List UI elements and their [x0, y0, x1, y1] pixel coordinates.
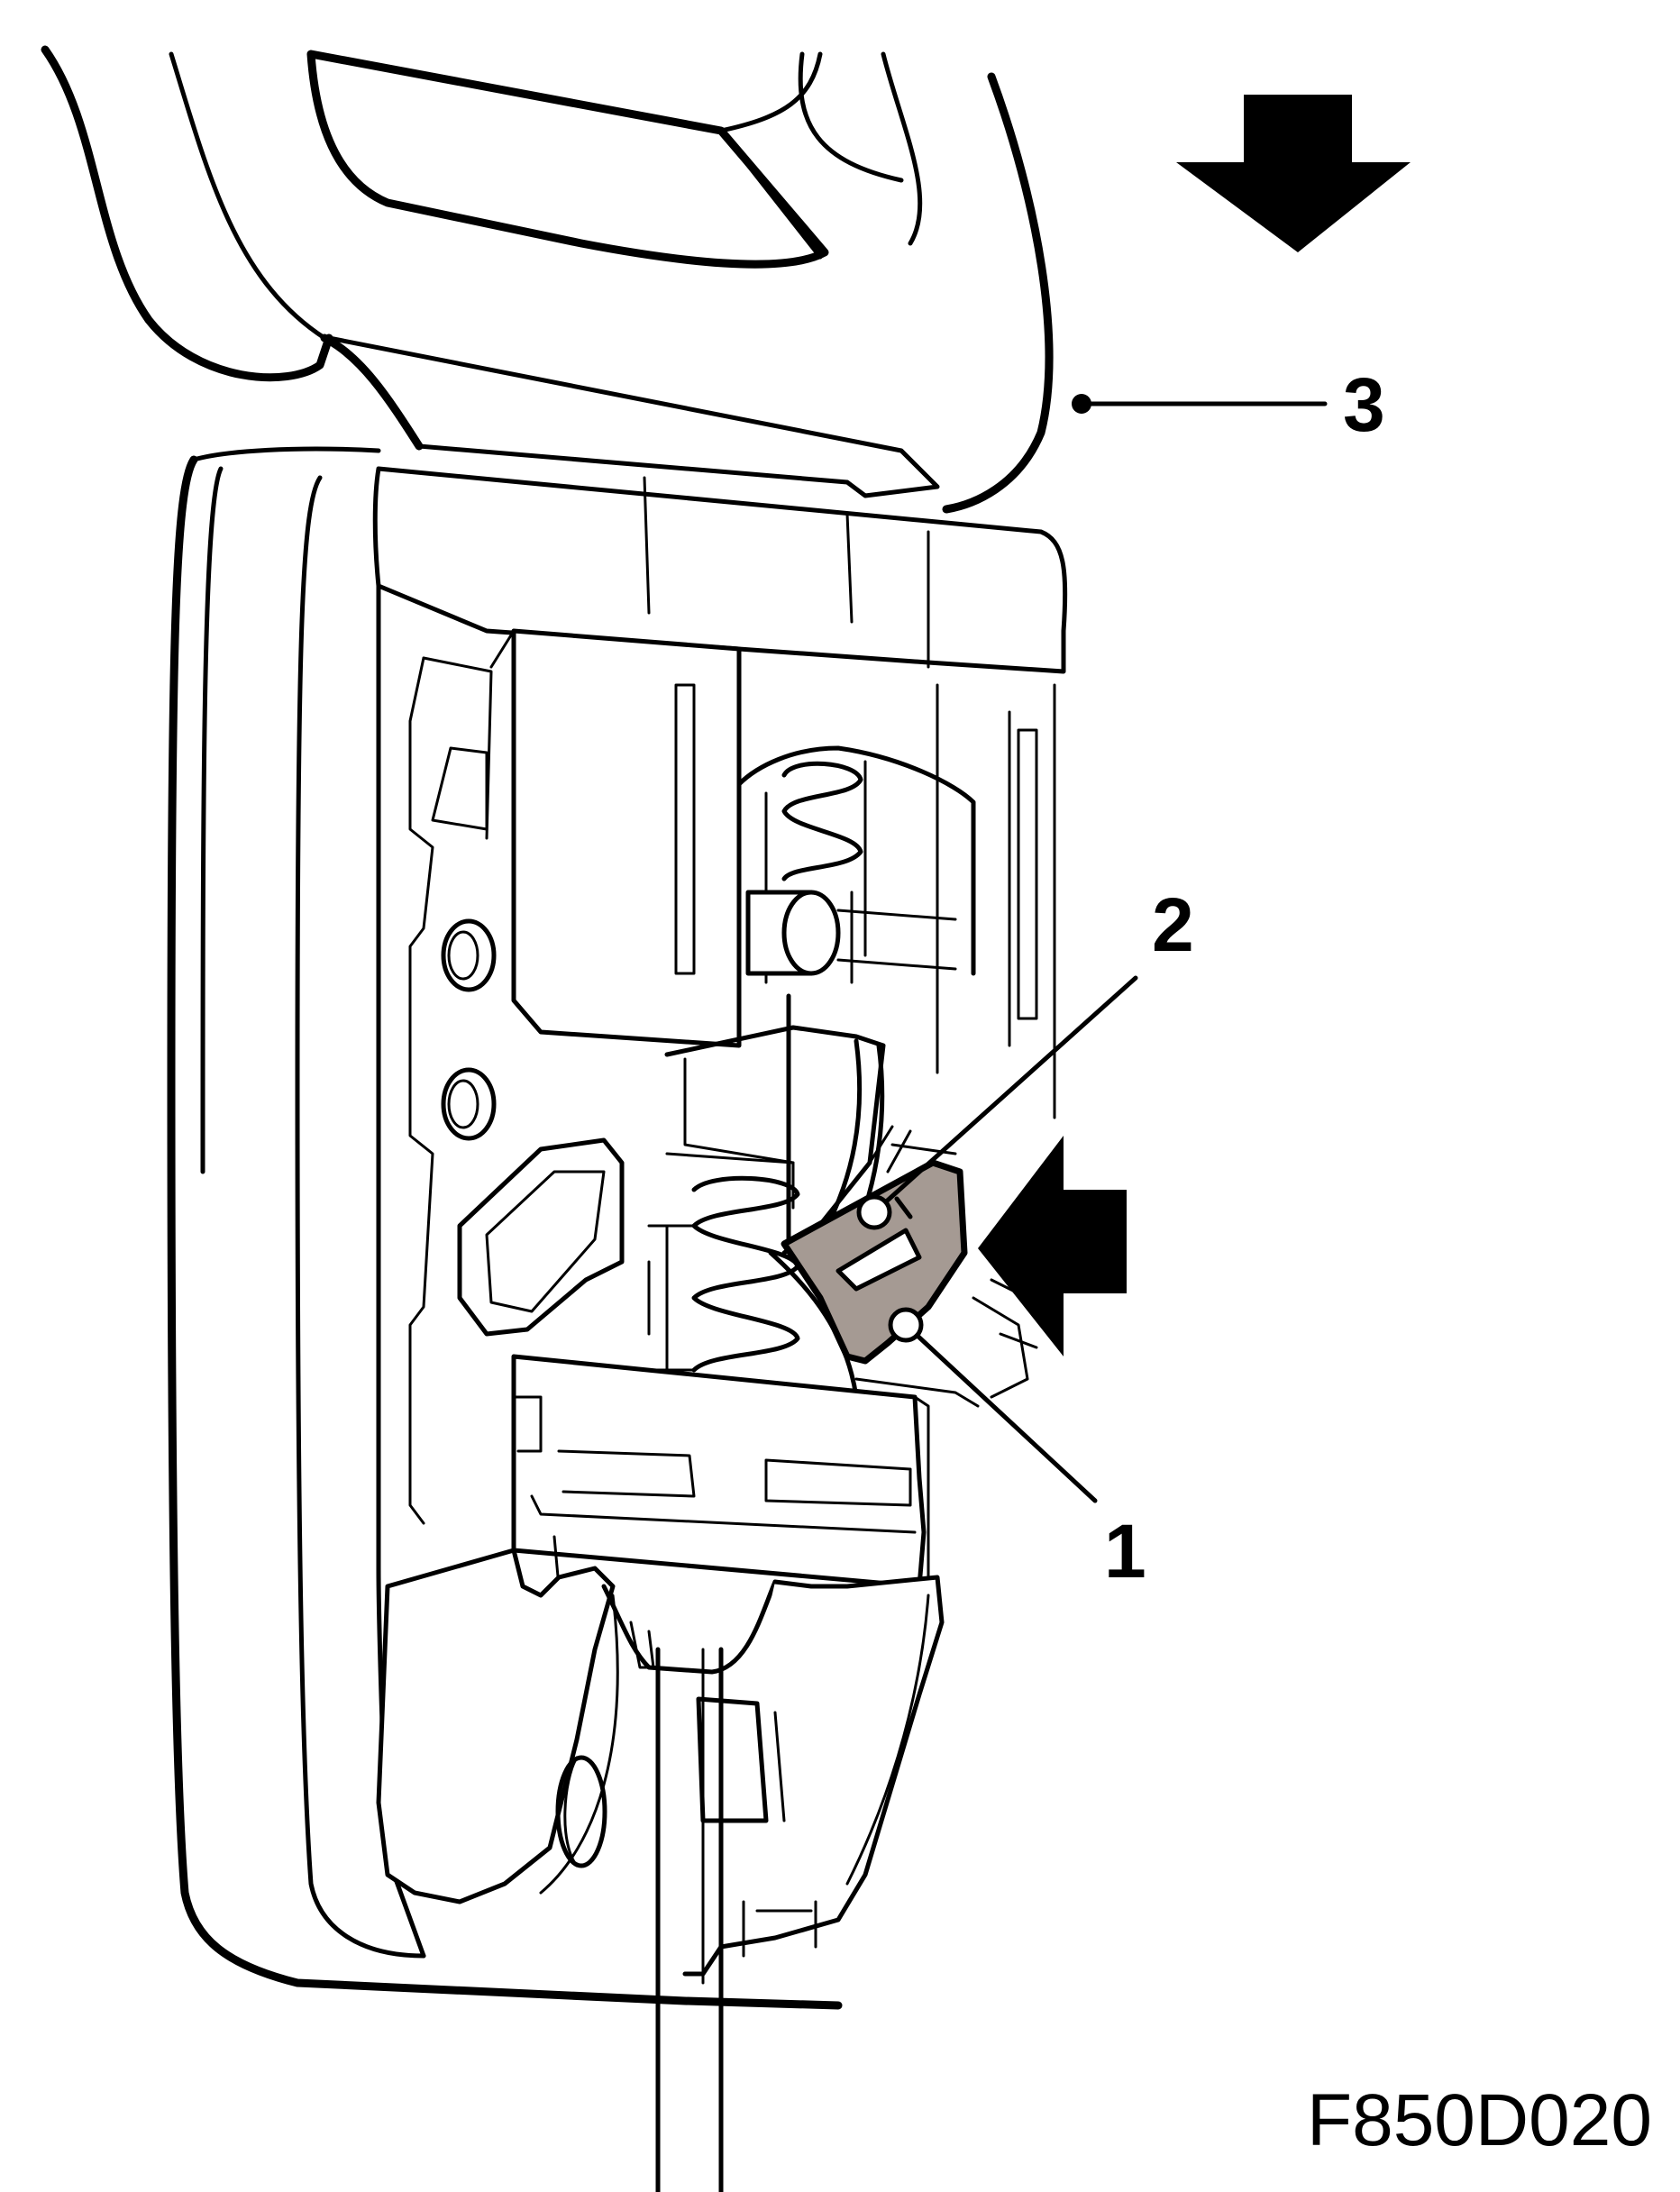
striker-bracket [41, 45, 1054, 514]
callout-label-2: 2 [1152, 882, 1194, 967]
callout-leaders [856, 394, 1328, 1503]
callout-label-1: 1 [1104, 1509, 1146, 1594]
arrow-down-icon [1176, 95, 1411, 252]
latch-housing [167, 446, 1068, 2010]
lower-mechanism [376, 1250, 1038, 2192]
arrow-left-icon [978, 1136, 1127, 1356]
figure-id: F850D020 [1307, 2079, 1652, 2161]
callout-label-3: 3 [1343, 362, 1385, 447]
